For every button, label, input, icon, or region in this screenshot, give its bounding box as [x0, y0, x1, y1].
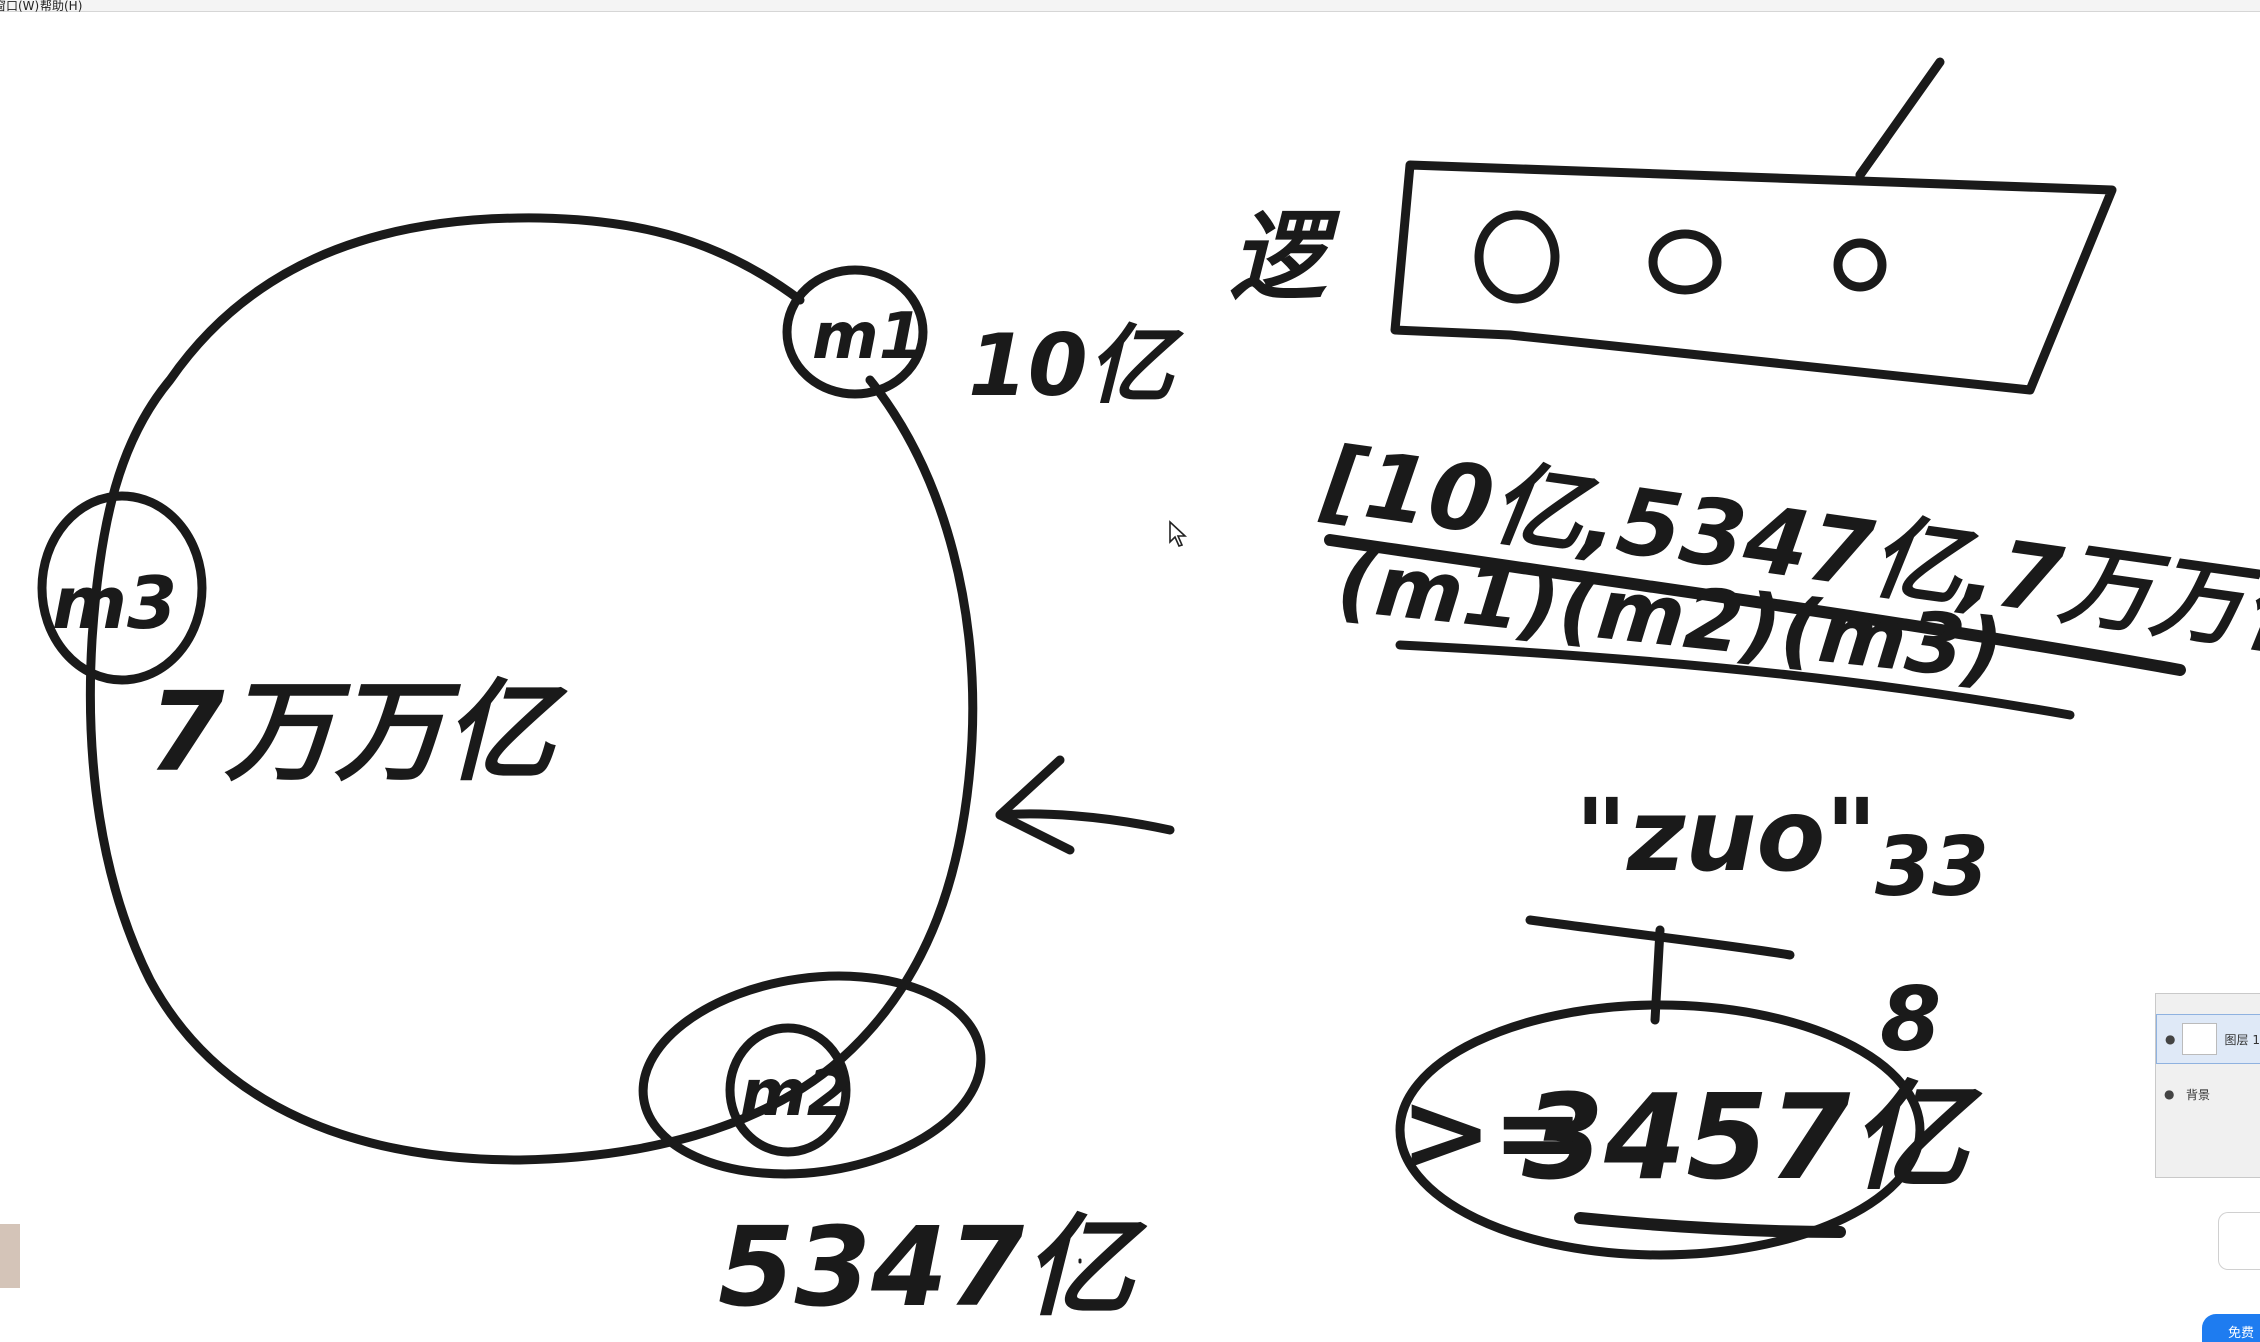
strike-line-2: [1395, 640, 2075, 720]
node-m1-circle: [782, 265, 928, 399]
menu-item[interactable]: 窗口(W): [0, 0, 40, 13]
mouse-cursor-icon: [1169, 520, 1188, 547]
layer-row[interactable]: ● 图层 1: [2156, 1014, 2260, 1064]
result-text: 3457亿: [1522, 1068, 1983, 1206]
label-10yi: 10亿: [968, 316, 1185, 416]
result-prefix: >=: [1400, 1068, 1584, 1196]
check-mark-base: [1855, 135, 1890, 180]
eye-icon[interactable]: ●: [2164, 1087, 2175, 1101]
layer-name: 背景: [2186, 1087, 2211, 1102]
label-5347yi: 5347亿: [718, 1203, 1148, 1331]
webcam-thumbnail: [0, 1224, 20, 1288]
node-m3-circle: [37, 491, 207, 685]
side-toggle-button[interactable]: [2218, 1212, 2260, 1270]
layers-panel: ● 图层 1 ● 背景: [2155, 993, 2260, 1178]
label-7wanwanyi: 7万万亿: [148, 668, 569, 796]
hash-number: 8: [1880, 968, 1941, 1071]
node-m1-label: m1: [812, 300, 923, 374]
result-underline: [1574, 1212, 1846, 1238]
arrow-stroke: [995, 809, 1175, 835]
node-m2-label: m2: [740, 1057, 851, 1131]
result-ellipse: [1395, 1000, 1925, 1260]
box-slot-1: [1474, 210, 1560, 304]
node-m3-label: m3: [52, 561, 177, 645]
layer-thumbnail: [2181, 1023, 2217, 1055]
menu-bar: 窗口(W) 帮助(H): [0, 0, 2260, 13]
strike-line-1: [1324, 534, 2186, 676]
label-logic: 逻: [1230, 201, 1341, 313]
hash-ring: [85, 213, 978, 1165]
menu-item[interactable]: 帮助(H): [40, 0, 83, 13]
arrow-head: [995, 755, 1075, 855]
layer-row[interactable]: ● 背景: [2156, 1078, 2260, 1110]
key-number: 33: [1875, 820, 1989, 915]
box-slot-3: [1833, 238, 1887, 292]
box-slot-2: [1648, 229, 1722, 295]
key-text: "zuo": [1575, 777, 1877, 894]
mapping-bar: [1525, 915, 1795, 960]
node-m2-inner-circle: [725, 1023, 851, 1157]
layer-name: 图层 1: [2224, 1032, 2260, 1047]
node-box: [1390, 160, 2117, 395]
eye-icon[interactable]: ●: [2165, 1032, 2176, 1046]
free-button[interactable]: 免费: [2202, 1314, 2260, 1342]
node-m2-outer-circle: [638, 971, 986, 1179]
